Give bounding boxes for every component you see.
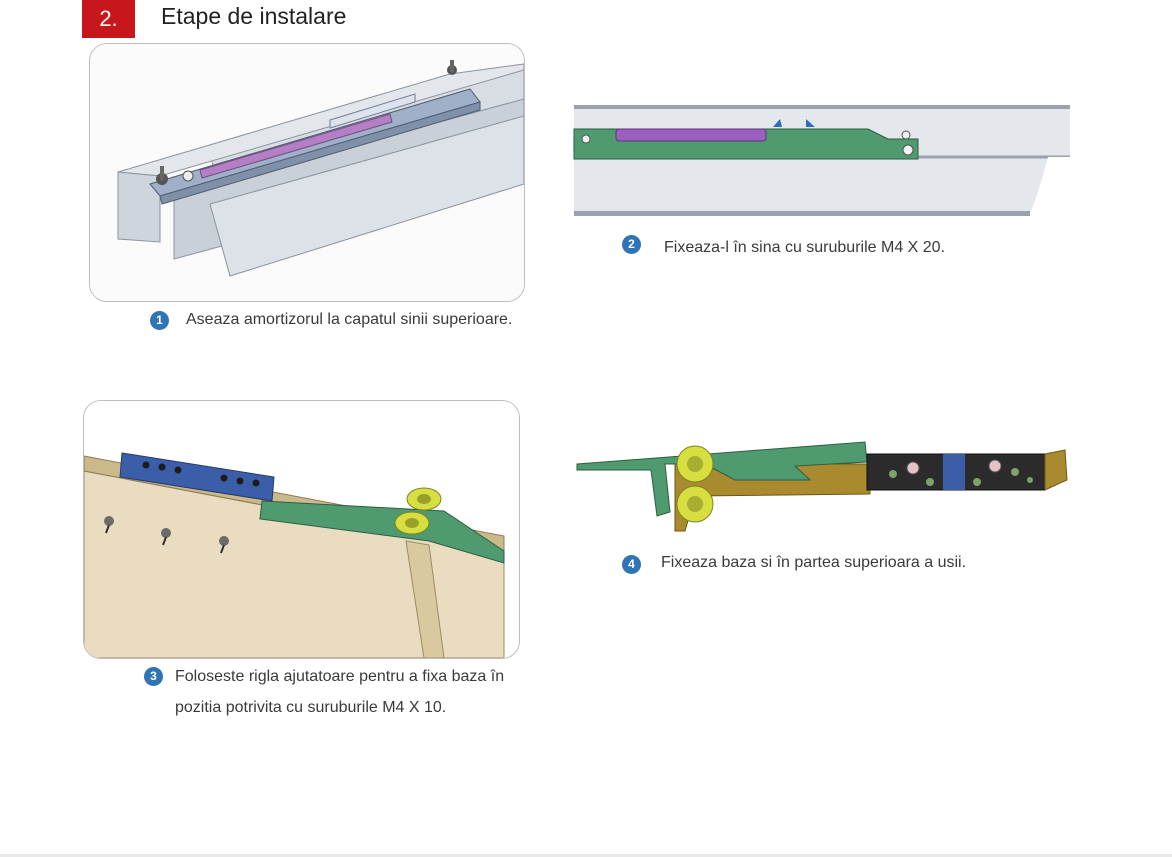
step-2-badge: 2 <box>622 235 641 254</box>
step-1-caption: Aseaza amortizorul la capatul sinii supe… <box>186 311 513 328</box>
step-4-badge: 4 <box>622 555 641 574</box>
illustration-step-1 <box>89 43 525 302</box>
bottom-divider <box>0 854 1172 857</box>
step-3-caption-line-1: Foloseste rigla ajutatoare pentru a fixa… <box>175 668 505 685</box>
illustration-step-4 <box>575 436 1072 546</box>
illustration-step-2 <box>568 95 1078 225</box>
section-number: 2. <box>82 0 135 38</box>
step-2-caption: Fixeaza-l în sina cu suruburile M4 X 20. <box>664 239 946 256</box>
step-3-caption-line-2: pozitia potrivita cu suruburile M4 X 10. <box>175 699 447 716</box>
step-4-caption: Fixeaza baza si în partea superioara a u… <box>661 554 967 571</box>
step-3-badge: 3 <box>144 667 163 686</box>
illustration-step-3 <box>83 400 520 659</box>
step-1-badge: 1 <box>150 311 169 330</box>
section-title: Etape de instalare <box>161 3 347 29</box>
